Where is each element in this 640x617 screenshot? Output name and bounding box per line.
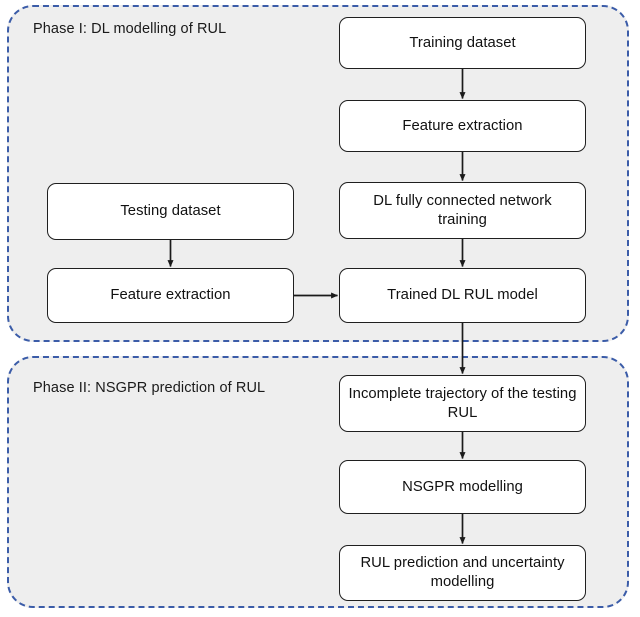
node-trained-dl-rul-model[interactable]: Trained DL RUL model [339, 268, 586, 323]
node-testing-dataset[interactable]: Testing dataset [47, 183, 294, 240]
phase-1-label: Phase I: DL modelling of RUL [33, 21, 227, 37]
node-nsgpr-modelling[interactable]: NSGPR modelling [339, 460, 586, 514]
node-incomplete-trajectory-of-the-testing-rul[interactable]: Incomplete trajectory of the testing RUL [339, 375, 586, 432]
node-feature-extraction-train[interactable]: Feature extraction [339, 100, 586, 152]
node-training-dataset[interactable]: Training dataset [339, 17, 586, 69]
phase-2-label: Phase II: NSGPR prediction of RUL [33, 380, 266, 396]
node-dl-fully-connected-network-training[interactable]: DL fully connected network training [339, 182, 586, 239]
node-feature-extraction-test[interactable]: Feature extraction [47, 268, 294, 323]
node-rul-prediction-and-uncertainty-modelling[interactable]: RUL prediction and uncertainty modelling [339, 545, 586, 601]
